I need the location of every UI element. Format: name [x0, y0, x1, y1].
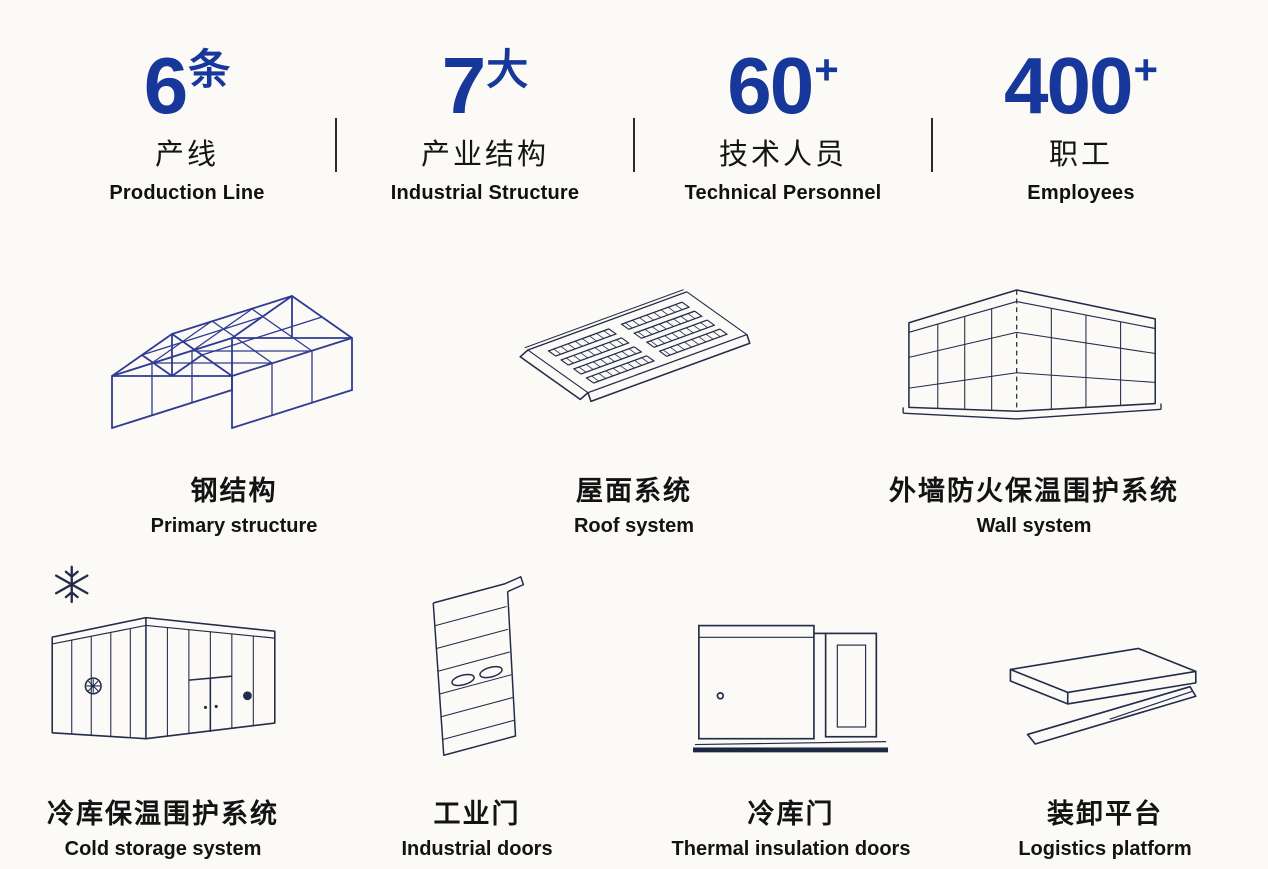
stat-label-en: Employees — [1027, 182, 1135, 204]
stat-label-en: Technical Personnel — [684, 182, 882, 204]
product-card-roof-system: 屋面系统 Roof system — [434, 255, 834, 538]
stat-industrial-structure: 7大 产业结构 Industrial Structure — [377, 46, 593, 205]
stat-label-cn: 技术人员 — [718, 139, 847, 171]
product-illustration-box — [36, 565, 291, 766]
product-label-cn: 屋面系统 — [576, 476, 692, 506]
industrial-door-illustration — [432, 576, 525, 756]
stat-number: 60+ — [727, 41, 839, 130]
product-label-cn: 工业门 — [433, 799, 521, 829]
stat-technical-personnel: 60+ 技术人员 Technical Personnel — [675, 46, 891, 205]
product-card-cold-storage-doors: 冷库门 Thermal insulation doors — [634, 568, 948, 861]
product-card-logistics-platform: 装卸平台 Logistics platform — [948, 568, 1262, 861]
product-label-en: Industrial doors — [401, 838, 553, 860]
products-grid-row-1: 钢结构 Primary structure — [0, 255, 1268, 538]
stat-number-suffix: + — [814, 46, 839, 93]
product-label-cn: 外墙防火保温围护系统 — [889, 476, 1179, 506]
product-label-en: Roof system — [573, 515, 695, 537]
stat-employees: 400+ 职工 Employees — [973, 46, 1189, 205]
stat-number: 400+ — [1003, 41, 1158, 130]
product-label-en: Cold storage system — [64, 838, 262, 860]
stat-number-suffix: 条 — [188, 46, 231, 93]
stat-number: 7大 — [441, 41, 529, 130]
snowflake-icon — [54, 565, 89, 604]
loading-dock-illustration — [1009, 647, 1197, 745]
stat-divider — [633, 118, 635, 172]
products-grid-row-2: 冷库保温围护系统 Cold storage system 工业门 Industr… — [0, 565, 1268, 861]
stat-label-en: Industrial Structure — [390, 182, 580, 204]
product-card-steel-structure: 钢结构 Primary structure — [34, 255, 434, 538]
cold-storage-door-illustration — [692, 624, 888, 753]
product-illustration-box — [995, 568, 1215, 766]
stat-label-cn: 职工 — [1048, 139, 1113, 171]
stat-label-en: Production Line — [109, 182, 265, 204]
stat-label-cn: 产业结构 — [420, 139, 549, 171]
product-illustration-box — [899, 255, 1169, 443]
product-card-industrial-doors: 工业门 Industrial doors — [320, 568, 634, 861]
stat-production-line: 6条 产线 Production Line — [79, 46, 295, 205]
steel-structure-illustration — [111, 295, 353, 429]
stat-label-cn: 产线 — [154, 139, 219, 171]
wall-system-illustration — [902, 289, 1162, 420]
product-label-cn: 装卸平台 — [1047, 799, 1163, 829]
product-label-en: Thermal insulation doors — [671, 838, 911, 860]
stats-section: 6条 产线 Production Line 7大 产业结构 Industrial… — [0, 0, 1268, 205]
stat-number-suffix: 大 — [486, 46, 529, 93]
product-card-wall-system: 外墙防火保温围护系统 Wall system — [834, 255, 1234, 538]
product-label-cn: 钢结构 — [190, 476, 278, 506]
product-label-cn: 冷库门 — [747, 799, 835, 829]
stat-number: 6条 — [143, 41, 231, 130]
product-label-en: Wall system — [976, 515, 1092, 537]
roof-system-illustration — [518, 289, 751, 403]
stat-divider — [335, 118, 337, 172]
product-label-cn: 冷库保温围护系统 — [47, 799, 279, 829]
stat-divider — [931, 118, 933, 172]
product-label-en: Logistics platform — [1018, 838, 1192, 860]
product-illustration-box — [497, 255, 772, 443]
product-label-en: Primary structure — [150, 515, 318, 537]
product-illustration-box — [689, 568, 894, 766]
fan-vent-icon — [84, 677, 102, 695]
stat-number-suffix: + — [1133, 46, 1158, 93]
cold-storage-illustration — [50, 565, 276, 740]
product-illustration-box — [407, 568, 547, 766]
product-illustration-box — [94, 255, 374, 443]
product-card-cold-storage: 冷库保温围护系统 Cold storage system — [6, 565, 320, 861]
